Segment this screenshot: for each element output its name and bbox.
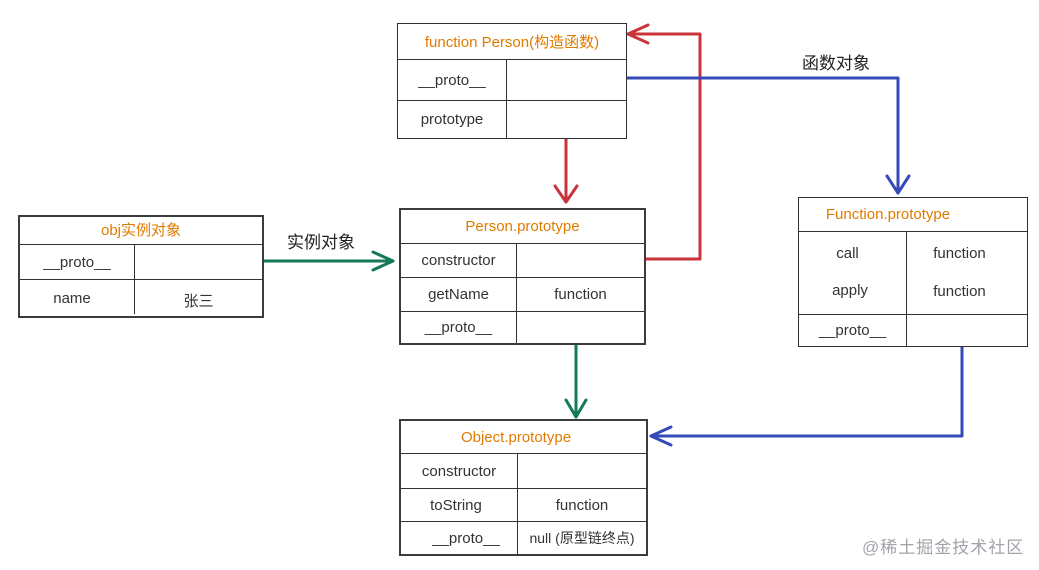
row-key: name <box>53 289 91 307</box>
row-key: constructor <box>421 462 497 480</box>
object-prototype-box: Object.prototype constructor toString fu… <box>399 419 648 556</box>
person-constructor-box: function Person(构造函数) __proto__ prototyp… <box>397 23 627 139</box>
divider <box>20 244 262 245</box>
row-value <box>907 315 1027 346</box>
divider <box>401 453 646 454</box>
obj-instance-title: obj实例对象 <box>100 222 182 239</box>
row-value <box>517 244 644 277</box>
obj-instance-box: obj实例对象 __proto__ name 张三 <box>18 215 264 318</box>
row-key: __proto__ <box>418 71 486 89</box>
divider <box>517 453 518 554</box>
row-key: __proto__ <box>818 322 887 339</box>
row-value: function <box>933 282 986 300</box>
divider <box>20 279 262 280</box>
divider <box>398 100 626 101</box>
row-key: toString <box>430 496 482 514</box>
row-value <box>517 312 644 343</box>
instance-object-label: 实例对象 <box>287 233 355 252</box>
person-constructor-title: function Person(构造函数) <box>424 33 600 51</box>
divider <box>506 59 507 138</box>
row-key: getName <box>428 286 489 303</box>
row-key: call <box>836 244 859 262</box>
divider <box>401 521 646 522</box>
function-object-label: 函数对象 <box>802 54 870 73</box>
row-key: __proto__ <box>43 253 111 271</box>
row-value: 张三 <box>183 292 214 310</box>
divider <box>401 277 644 278</box>
divider <box>799 314 1027 315</box>
row-value: function <box>933 244 986 262</box>
function-prototype-title: Function.prototype <box>825 206 951 223</box>
divider <box>906 231 907 346</box>
row-key: constructor <box>421 252 496 269</box>
row-value <box>507 101 626 138</box>
person-prototype-title: Person.prototype <box>465 218 580 235</box>
row-value <box>135 245 262 279</box>
person-prototype-box: Person.prototype constructor getName fun… <box>399 208 646 345</box>
watermark: @稀土掘金技术社区 <box>862 538 1025 557</box>
row-value: function <box>555 496 609 514</box>
object-prototype-title: Object.prototype <box>460 428 572 446</box>
divider <box>799 231 1027 232</box>
divider <box>401 311 644 312</box>
row-key: prototype <box>420 111 484 128</box>
function-prototype-box: Function.prototype call function apply f… <box>798 197 1028 347</box>
row-key: __proto__ <box>424 319 493 336</box>
row-value <box>518 454 646 488</box>
divider <box>516 243 517 343</box>
arrow-person-proto-to-function-prototype <box>561 76 911 195</box>
row-key: __proto__ <box>432 529 500 547</box>
divider <box>401 243 644 244</box>
arrow-function-proto-to-object-prototype <box>649 334 964 447</box>
divider <box>398 59 626 60</box>
row-value <box>507 60 626 100</box>
row-key: apply <box>832 281 868 299</box>
row-value: function <box>554 286 607 303</box>
divider <box>401 488 646 489</box>
divider <box>134 244 135 314</box>
row-value: null (原型链终点) <box>529 530 635 546</box>
